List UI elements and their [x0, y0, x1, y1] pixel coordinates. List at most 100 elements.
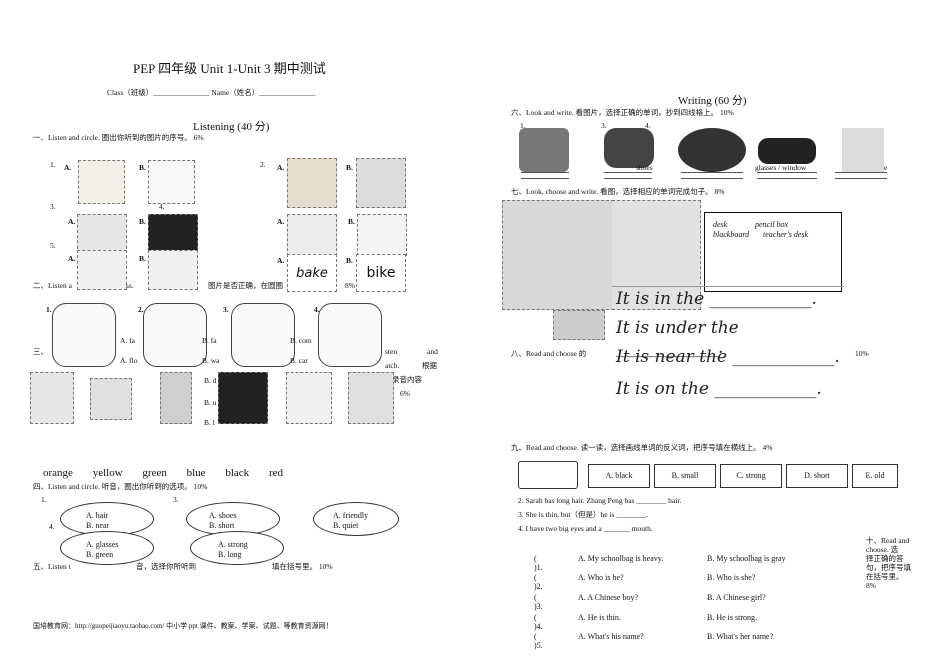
s9-line-3: 3. She is thin, but（但是）he is ________.	[518, 510, 649, 519]
color-word: red	[268, 467, 283, 479]
option-letter-b: B.	[139, 163, 146, 172]
girl-face-picture	[287, 158, 337, 208]
word-option: desk	[713, 220, 728, 229]
classroom-picture	[502, 200, 614, 310]
answer-cloud-4: A. glasses B. green	[60, 531, 154, 565]
wall-picture	[348, 372, 394, 424]
fan-picture	[286, 372, 332, 424]
s9-line-2: 2. Sarah has long hair. Zhang Peng has _…	[518, 496, 682, 505]
bake-word-card: bake	[287, 254, 337, 292]
computer-picture	[90, 378, 132, 420]
q-num-1: 1.	[50, 160, 56, 169]
section-8-heading: 八、Read and choose 的	[511, 349, 587, 358]
sentence-3: It is near the ____________.	[616, 347, 840, 367]
door-picture	[160, 372, 192, 424]
section-8-score: 10%	[855, 349, 869, 358]
tv-picture	[287, 214, 337, 256]
s10-line: 句，把序号填	[866, 563, 911, 572]
word-option: teacher's desk	[763, 230, 809, 239]
s2-num-2: 2.	[138, 305, 144, 314]
s4-num-4: 4.	[49, 522, 55, 531]
s10-line: 十、Read and	[866, 536, 910, 545]
color-word: yellow	[92, 467, 123, 479]
cloud-option-b: B. green	[86, 550, 114, 559]
cloud-option-a: A. friendly	[333, 511, 369, 520]
bike-word-card: bike	[356, 254, 406, 292]
option-letter-a: A.	[64, 163, 72, 172]
pair-num: ( )4.	[534, 613, 543, 631]
answer-cloud-5: A. strong B. long	[190, 531, 284, 565]
q-num-5: 5.	[50, 241, 56, 250]
pair-option-a: A. A Chinese boy?	[578, 593, 638, 602]
section-6-heading: 六、Look and write. 看图片，选择正确的单词，抄到四线格上。 10…	[511, 108, 734, 117]
option-letter-b: B.	[346, 163, 353, 172]
s10-line: choose. 选	[866, 545, 899, 554]
pair-option-b: B. Who is she?	[707, 573, 756, 582]
s4-num-3: 3.	[173, 495, 179, 504]
s3-side-text: 6%	[400, 389, 410, 398]
pair-num: ( )5.	[534, 632, 543, 650]
section-5-heading: 五、Listen t	[33, 562, 71, 571]
s3-side-text: and	[427, 347, 438, 356]
section-2-score: 8%	[345, 281, 355, 290]
hat-picture	[148, 160, 195, 204]
class-name-line: Class（班级）_______________ Name（姓名）_______…	[107, 88, 316, 97]
train-car-c: C. strong	[720, 464, 782, 488]
s3-side-text: sten	[385, 347, 398, 356]
s2-num-4: 4.	[314, 305, 320, 314]
section-9-heading: 九、Read and choose. 读一读，选择画线单词的反义词，把序号填在横…	[511, 443, 773, 452]
bike-word: bike	[366, 265, 396, 281]
picture-frame-picture	[357, 214, 407, 256]
s10-line: 8%	[866, 581, 876, 590]
writing-heading: Writing (60 分)	[678, 95, 747, 107]
write-line	[521, 172, 569, 173]
sentence-2: It is under the ____________.	[616, 318, 739, 358]
answer-cloud-2: A. shoes B. short	[186, 502, 280, 536]
s6-num-1: 1.	[520, 121, 526, 130]
s3-option: B. fa	[202, 336, 217, 345]
train-car-d: D. short	[786, 464, 848, 488]
option-letter-a: A.	[277, 163, 285, 172]
s3-option: A. fa	[120, 336, 135, 345]
s3-option: B. d	[204, 376, 217, 385]
sunglasses-picture	[758, 138, 816, 164]
write-line	[835, 178, 887, 179]
octagon-picture-2	[143, 303, 207, 367]
pair-num: ( )2.	[534, 573, 543, 591]
option-letter-a: A.	[277, 217, 285, 226]
nose-picture	[842, 128, 884, 172]
s10-line: 在括号里。	[866, 572, 904, 581]
cloud-option-a: A. glasses	[86, 540, 119, 549]
s3-side-text: 根据	[422, 361, 437, 370]
s3-option: B. car	[290, 356, 308, 365]
section-1-heading: 一、Listen and circle. 圈出你听到的图片的序号。 6%	[33, 133, 204, 142]
option-letter-b: B.	[348, 217, 355, 226]
option-letter-a: A.	[68, 254, 76, 263]
bed-picture	[77, 214, 127, 254]
s6-num-4: 4.	[645, 121, 651, 130]
listening-heading: Listening (40 分)	[193, 121, 270, 133]
hat-picture	[678, 128, 746, 172]
q-num-3: 3.	[50, 202, 56, 211]
color-word: green	[142, 467, 167, 479]
pair-option-b: B. He is strong.	[707, 613, 757, 622]
section-2-heading-cn: 图片是否正确，在圆圈	[208, 281, 283, 290]
s6-label: glasses / window	[755, 163, 807, 172]
book-picture	[77, 250, 127, 290]
word-option: blackboard	[713, 230, 750, 239]
color-word: blue	[186, 467, 206, 479]
bake-word: bake	[296, 265, 328, 281]
write-line	[757, 178, 817, 179]
board-picture	[218, 372, 268, 424]
s3-side-text: atch.	[385, 361, 400, 370]
schoolbag-picture	[519, 128, 569, 172]
train-car-e: E. old	[852, 464, 898, 488]
write-line	[521, 178, 569, 179]
cloud-option-b: B. quiet	[333, 521, 359, 530]
section-5-heading-end: 填在括号里。 10%	[272, 562, 333, 571]
cloud-option-b: B. short	[209, 521, 235, 530]
notebook-picture	[148, 250, 198, 290]
pair-option-a: A. He is thin.	[578, 613, 621, 622]
option-letter-a: A.	[277, 256, 285, 265]
q-num-4: 4.	[159, 202, 165, 211]
